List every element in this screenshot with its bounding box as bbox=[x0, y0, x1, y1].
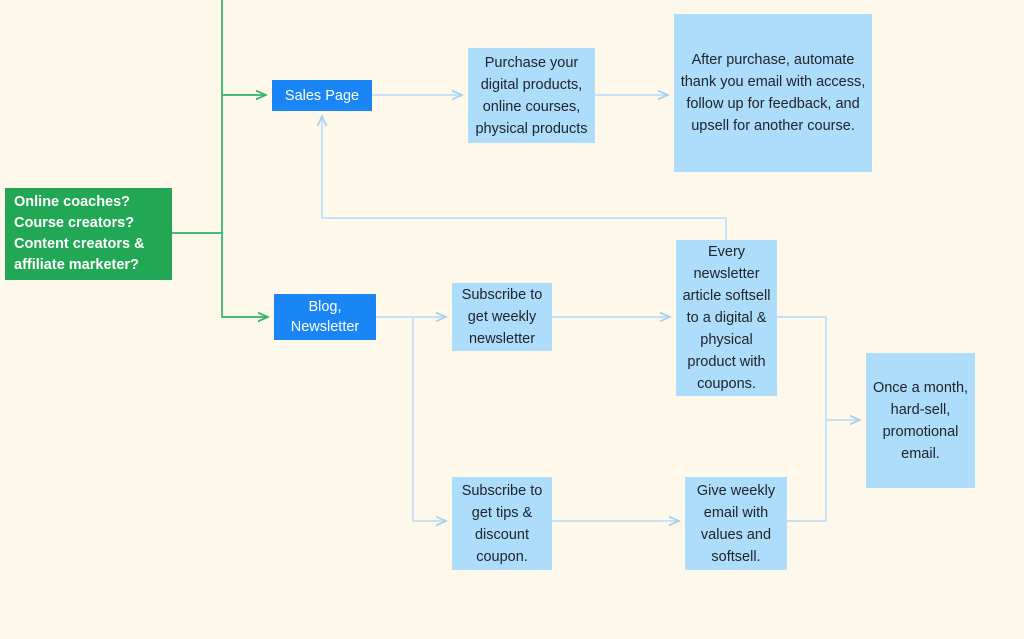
node-subscribe-tips-coupon[interactable]: Subscribe to get tips & discount coupon. bbox=[452, 477, 552, 570]
node-weekly-value-email-label: Give weekly email with values and softse… bbox=[696, 482, 776, 565]
node-audience-label: Online coaches? Course creators? Content… bbox=[14, 194, 145, 273]
edge-blog-to-subscribe-tips bbox=[412, 317, 446, 521]
node-subscribe-tips-coupon-label: Subscribe to get tips & discount coupon. bbox=[461, 482, 543, 565]
edge-softsell-to-monthly-promo bbox=[777, 316, 860, 420]
node-blog-newsletter-label: Blog, Newsletter bbox=[290, 299, 360, 335]
node-after-purchase[interactable]: After purchase, automate thank you email… bbox=[674, 14, 872, 172]
node-purchase-products[interactable]: Purchase your digital products, online c… bbox=[468, 48, 595, 143]
node-weekly-value-email[interactable]: Give weekly email with values and softse… bbox=[685, 477, 787, 570]
node-monthly-promo-email-label: Once a month, hard-sell, promotional ema… bbox=[872, 379, 969, 462]
node-monthly-promo-email[interactable]: Once a month, hard-sell, promotional ema… bbox=[866, 353, 975, 488]
node-sales-page[interactable]: Sales Page bbox=[272, 80, 372, 111]
edge-weekly-email-to-monthly-promo bbox=[787, 420, 827, 522]
node-audience[interactable]: Online coaches? Course creators? Content… bbox=[5, 188, 172, 280]
node-blog-newsletter[interactable]: Blog, Newsletter bbox=[274, 294, 376, 340]
node-newsletter-softsell[interactable]: Every newsletter article softsell to a d… bbox=[676, 240, 777, 396]
node-newsletter-softsell-label: Every newsletter article softsell to a d… bbox=[682, 244, 771, 392]
node-sales-page-label: Sales Page bbox=[284, 87, 360, 104]
node-subscribe-weekly-newsletter-label: Subscribe to get weekly newsletter bbox=[461, 287, 543, 347]
edge-audience-to-blog bbox=[221, 233, 268, 317]
edge-audience-trunk bbox=[172, 0, 223, 234]
node-subscribe-weekly-newsletter[interactable]: Subscribe to get weekly newsletter bbox=[452, 283, 552, 351]
node-purchase-products-label: Purchase your digital products, online c… bbox=[475, 54, 588, 137]
node-after-purchase-label: After purchase, automate thank you email… bbox=[680, 52, 866, 134]
